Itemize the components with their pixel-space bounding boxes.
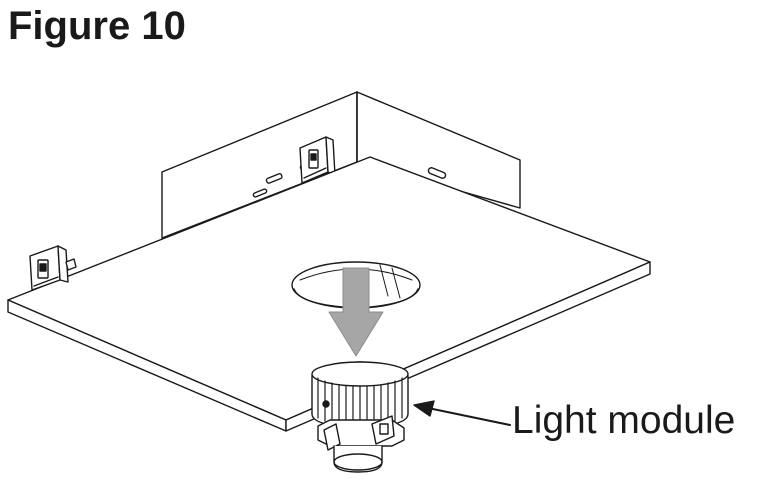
figure-title: Figure 10	[8, 4, 186, 48]
mounting-bracket-rear	[299, 136, 336, 184]
light-module-label: Light module	[512, 399, 736, 442]
insertion-arrow	[328, 267, 384, 357]
mounting-bracket-left	[29, 245, 77, 291]
light-module	[311, 361, 409, 473]
callout-leader	[413, 400, 511, 426]
